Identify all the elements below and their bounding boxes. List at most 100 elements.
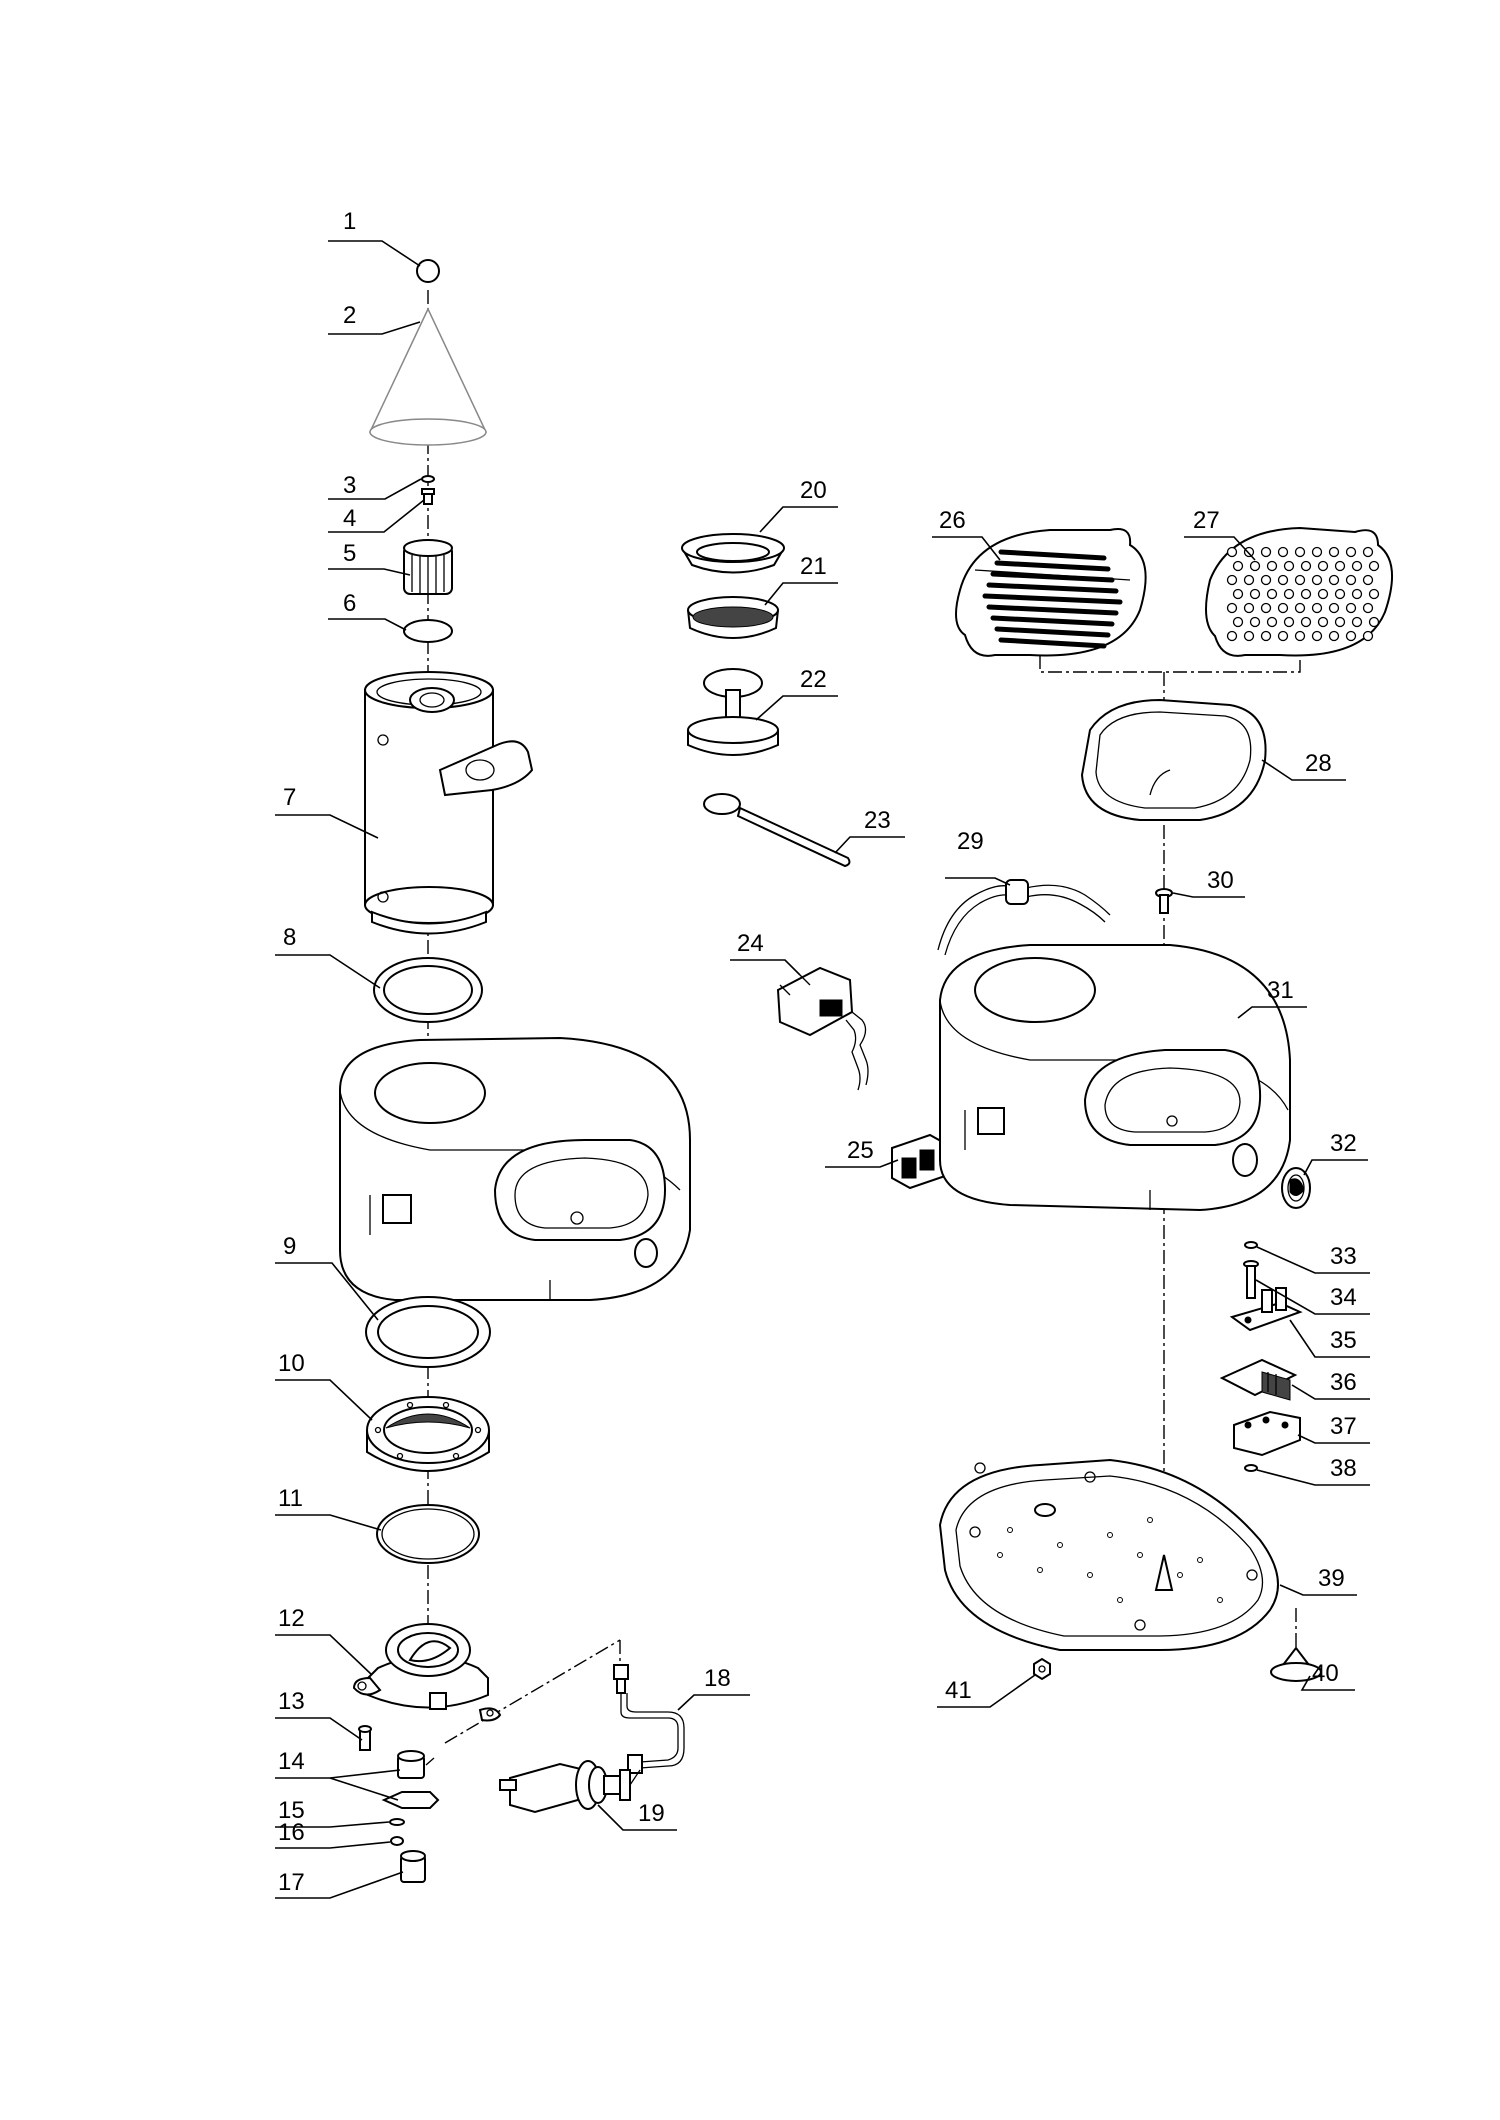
part-13-screw: [358, 1725, 372, 1751]
grid-hole: [1249, 588, 1261, 600]
callout-7: 7: [283, 784, 296, 811]
part-34-screw: [1243, 1260, 1259, 1299]
base-hole: [1037, 1567, 1043, 1573]
grid-hole: [1283, 588, 1295, 600]
grid-hole: [1266, 616, 1278, 628]
callout-31: 31: [1267, 977, 1294, 1004]
grid-hole: [1226, 546, 1238, 558]
grid-hole: [1311, 546, 1323, 558]
callout-3: 3: [343, 472, 356, 499]
grid-hole: [1345, 630, 1357, 642]
part-26-drip-grid: [955, 528, 1147, 657]
callout-21: 21: [800, 553, 827, 580]
grid-hole: [1294, 574, 1306, 586]
callout-19: 19: [638, 1800, 665, 1827]
part-28-drip-tray: [1080, 698, 1267, 821]
grid-hole: [1277, 630, 1289, 642]
grid-hole: [1368, 616, 1380, 628]
callout-26: 26: [939, 507, 966, 534]
callout-41: 41: [945, 1677, 972, 1704]
callout-12: 12: [278, 1605, 305, 1632]
callout-5: 5: [343, 540, 356, 567]
callout-8: 8: [283, 924, 296, 951]
grid-hole: [1311, 630, 1323, 642]
callout-1: 1: [343, 208, 356, 235]
grid-hole: [1249, 616, 1261, 628]
callout-27: 27: [1193, 507, 1220, 534]
base-hole: [1107, 1532, 1113, 1538]
callout-numbers: 1 2 3 4 5 6 7 8 9 10 11 12 13 14 15 16 1…: [278, 208, 1357, 1896]
grid-slot: [990, 571, 1115, 583]
part-35-bracket: [1229, 1287, 1303, 1332]
callout-2: 2: [343, 302, 356, 329]
grid-slot: [986, 604, 1119, 616]
grid-hole: [1362, 574, 1374, 586]
part-21-filter-mesh: [687, 596, 779, 639]
callout-6: 6: [343, 590, 356, 617]
grid-hole: [1226, 574, 1238, 586]
callout-32: 32: [1330, 1130, 1357, 1157]
part-1-knob: [416, 259, 440, 283]
part-23-measuring-spoon: [703, 793, 851, 868]
grid-hole: [1266, 588, 1278, 600]
grid-hole: [1226, 602, 1238, 614]
grid-slot: [990, 615, 1115, 627]
callout-20: 20: [800, 477, 827, 504]
callout-38: 38: [1330, 1455, 1357, 1482]
callout-23: 23: [864, 807, 891, 834]
grid-hole: [1266, 560, 1278, 572]
part-30-screw: [1155, 888, 1173, 914]
grid-hole: [1368, 588, 1380, 600]
grid-hole: [1232, 560, 1244, 572]
callout-13: 13: [278, 1688, 305, 1715]
grid-hole: [1362, 602, 1374, 614]
base-hole: [1177, 1572, 1183, 1578]
grid-slot: [994, 626, 1111, 638]
grid-hole: [1294, 630, 1306, 642]
part-15-washer: [389, 1818, 405, 1826]
part-25-switch: [891, 1133, 949, 1190]
part-37-terminal-block: [1233, 1410, 1301, 1457]
grid-slot: [982, 593, 1123, 605]
part-19-valve: [499, 1760, 641, 1814]
grid-hole: [1328, 630, 1340, 642]
callout-15: 15: [278, 1797, 305, 1824]
housing-left: [339, 1036, 691, 1301]
part-20-filter-basket: [681, 533, 785, 574]
base-hole: [1197, 1557, 1203, 1563]
callout-37: 37: [1330, 1413, 1357, 1440]
callout-14: 14: [278, 1748, 305, 1775]
callout-22: 22: [800, 666, 827, 693]
grid-hole: [1311, 574, 1323, 586]
part-16-nut: [390, 1836, 404, 1846]
grid-hole: [1328, 602, 1340, 614]
grid-slot: [986, 582, 1119, 594]
base-hole: [997, 1552, 1003, 1558]
part-41-nut: [1033, 1657, 1051, 1681]
grid-hole: [1249, 560, 1261, 572]
grid-hole: [1260, 574, 1272, 586]
callout-leaders: [275, 240, 1370, 1899]
grid-hole: [1277, 546, 1289, 558]
callout-17: 17: [278, 1869, 305, 1896]
part-39-base-plate: [938, 1458, 1279, 1651]
grid-hole: [1351, 588, 1363, 600]
grid-hole: [1317, 616, 1329, 628]
callout-25: 25: [847, 1137, 874, 1164]
grid-hole: [1351, 560, 1363, 572]
grid-hole: [1334, 560, 1346, 572]
grid-hole: [1345, 546, 1357, 558]
grid-hole: [1368, 560, 1380, 572]
callout-30: 30: [1207, 867, 1234, 894]
grid-slot: [994, 560, 1111, 572]
grid-hole: [1351, 616, 1363, 628]
grid-hole: [1345, 602, 1357, 614]
grid-hole: [1345, 574, 1357, 586]
part-10-burr-ring: [366, 1396, 490, 1472]
callout-24: 24: [737, 930, 764, 957]
grid-slot: [998, 637, 1107, 649]
grid-hole: [1328, 546, 1340, 558]
grid-hole: [1294, 602, 1306, 614]
part-12-brew-group: [352, 1623, 502, 1722]
grid-hole: [1317, 588, 1329, 600]
